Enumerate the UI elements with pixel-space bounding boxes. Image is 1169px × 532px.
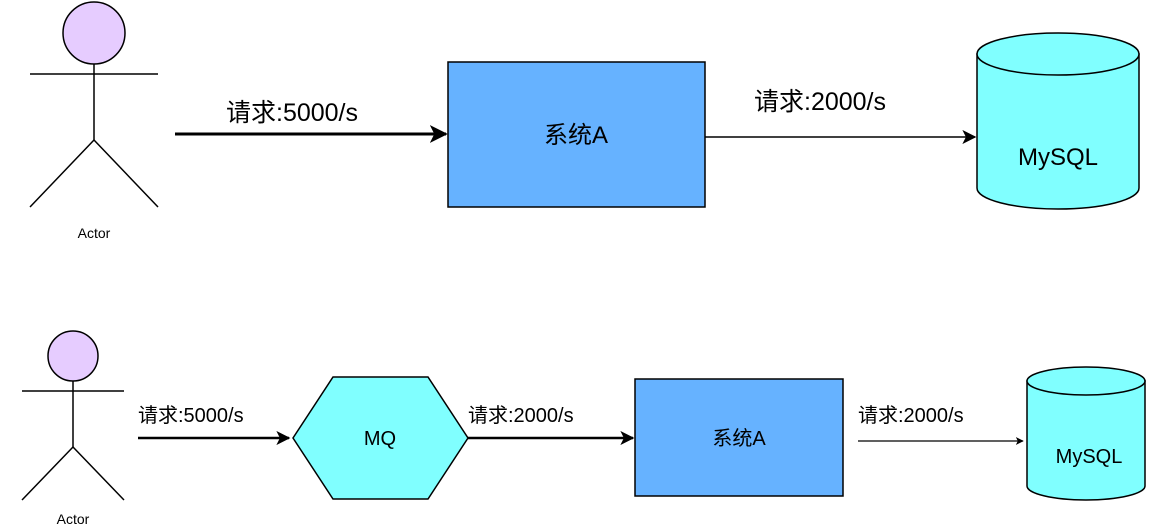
db-body (1026, 380, 1146, 501)
bottom-edge-actor-to-mq: 请求:5000/s (138, 404, 291, 445)
top-system-box: 系统A (447, 61, 706, 208)
actor-label: Actor (78, 225, 111, 241)
mq-hexagon (292, 376, 469, 500)
bottom-system-box: 系统A (634, 378, 844, 497)
bottom-mq-node: MQ (292, 376, 469, 500)
edge-label: 请求:5000/s (138, 404, 244, 427)
top-edge-actor-to-system: 请求:5000/s (175, 99, 448, 143)
bottom-database: MySQL (1026, 366, 1146, 501)
db-label: MySQL (1018, 144, 1098, 171)
top-edge-system-to-db: 请求:2000/s (705, 88, 977, 144)
edge-label: 请求:2000/s (468, 404, 574, 427)
actor-right-leg (93, 139, 159, 208)
edge-label: 请求:5000/s (226, 99, 358, 127)
top-database: MySQL (976, 32, 1140, 210)
actor-left-leg (29, 139, 95, 208)
edge-label: 请求:2000/s (858, 404, 964, 427)
system-rect (634, 378, 844, 497)
top-actor: Actor (29, 1, 159, 241)
bottom-edge-mq-to-system: 请求:2000/s (468, 404, 635, 445)
system-label: 系统A (712, 427, 766, 450)
db-label: MySQL (1056, 446, 1123, 468)
bottom-edge-system-to-db: 请求:2000/s (858, 404, 1024, 445)
actor-head (62, 1, 126, 65)
edge-label: 请求:2000/s (754, 88, 886, 116)
system-label: 系统A (544, 122, 608, 149)
db-top (976, 32, 1140, 76)
system-rect (447, 61, 706, 208)
actor-right-leg (72, 446, 125, 501)
actor-head (47, 330, 99, 382)
actor-left-leg (21, 446, 74, 501)
mq-label: MQ (364, 428, 396, 450)
actor-label: Actor (57, 511, 90, 527)
db-body (976, 53, 1140, 210)
db-top (1026, 366, 1146, 396)
bottom-actor: Actor (21, 330, 125, 527)
